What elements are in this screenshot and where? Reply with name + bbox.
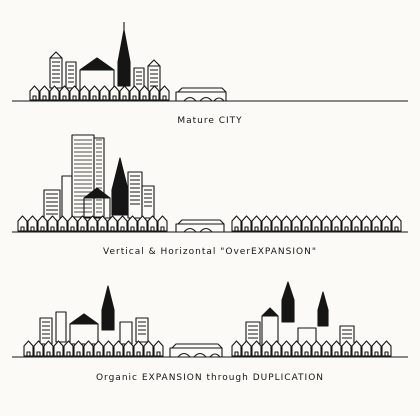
house-drawing <box>120 86 129 100</box>
house-drawing <box>40 86 49 100</box>
house-drawing <box>74 341 83 356</box>
house-drawing <box>292 216 301 231</box>
house-drawing <box>104 341 113 356</box>
caption-organic-expansion: Organic EXPANSION through DUPLICATION <box>0 373 420 383</box>
house-drawing <box>352 341 361 356</box>
house-drawing <box>58 216 67 231</box>
house-drawing <box>84 341 93 356</box>
house-drawing <box>262 341 271 356</box>
house-drawing <box>64 341 73 356</box>
house-drawing <box>134 341 143 356</box>
house-drawing <box>68 216 77 231</box>
house-drawing <box>372 216 381 231</box>
caption-overexpansion: Vertical & Horizontal "OverEXPANSION" <box>0 247 420 257</box>
house-drawing <box>18 216 27 231</box>
house-drawing <box>282 216 291 231</box>
overexpansion-skyline <box>12 135 408 232</box>
house-drawing <box>154 341 163 356</box>
house-drawing <box>118 216 127 231</box>
house-drawing <box>312 341 321 356</box>
house-drawing <box>292 341 301 356</box>
house-drawing <box>352 216 361 231</box>
house-drawing <box>342 341 351 356</box>
house-drawing <box>262 216 271 231</box>
house-drawing <box>282 341 291 356</box>
house-drawing <box>158 216 167 231</box>
caption-mature-city: Mature CITY <box>0 116 420 126</box>
house-drawing <box>94 341 103 356</box>
house-drawing <box>80 86 89 100</box>
organic-expansion-skyline <box>12 282 408 357</box>
house-drawing <box>272 341 281 356</box>
house-drawing <box>242 341 251 356</box>
house-drawing <box>302 216 311 231</box>
house-drawing <box>272 216 281 231</box>
house-drawing <box>130 86 139 100</box>
house-drawing <box>252 216 261 231</box>
house-drawing <box>114 341 123 356</box>
house-drawing <box>322 216 331 231</box>
house-drawing <box>372 341 381 356</box>
house-drawing <box>362 216 371 231</box>
house-drawing <box>342 216 351 231</box>
house-drawing <box>312 216 321 231</box>
house-drawing <box>332 216 341 231</box>
house-drawing <box>30 86 39 100</box>
house-drawing <box>24 341 33 356</box>
house-drawing <box>100 86 109 100</box>
house-drawing <box>232 341 241 356</box>
house-drawing <box>110 86 119 100</box>
house-drawing <box>160 86 169 100</box>
house-drawing <box>54 341 63 356</box>
house-drawing <box>382 216 391 231</box>
house-drawing <box>28 216 37 231</box>
house-drawing <box>392 216 401 231</box>
house-drawing <box>48 216 57 231</box>
house-drawing <box>90 86 99 100</box>
house-drawing <box>382 341 391 356</box>
house-drawing <box>144 341 153 356</box>
house-drawing <box>232 216 241 231</box>
house-drawing <box>302 341 311 356</box>
house-drawing <box>322 341 331 356</box>
house-drawing <box>34 341 43 356</box>
house-drawing <box>362 341 371 356</box>
house-drawing <box>242 216 251 231</box>
mature-city-skyline <box>12 22 408 101</box>
house-drawing <box>150 86 159 100</box>
house-drawing <box>38 216 47 231</box>
